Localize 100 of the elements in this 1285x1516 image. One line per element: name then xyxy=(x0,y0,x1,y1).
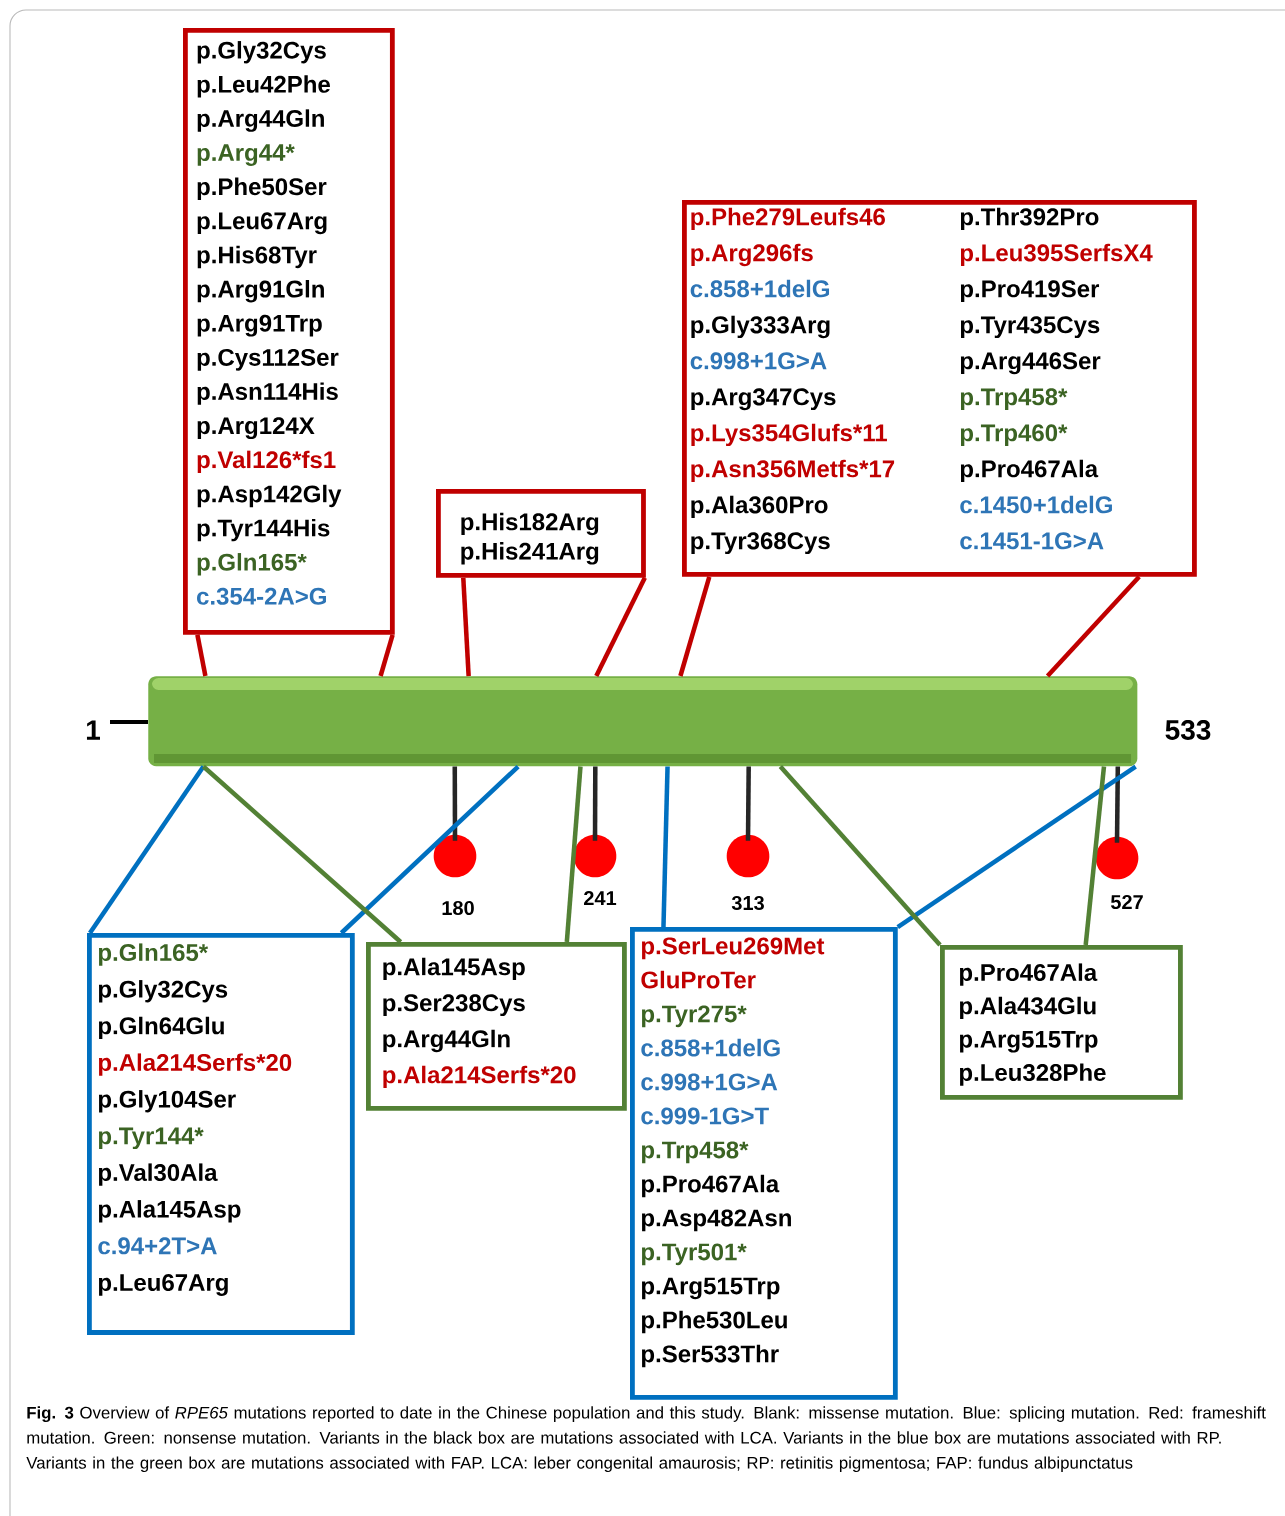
variant-label: p.Leu67Arg xyxy=(197,212,327,235)
variant-label: p.Phe530Leu xyxy=(642,1310,787,1334)
variant-label: p.Ala434Glu xyxy=(960,996,1096,1020)
variant-label: c.858+1delG xyxy=(641,1038,780,1057)
variant-label: p.Tyr144His xyxy=(197,518,330,542)
variant-label: p.His182Arg xyxy=(461,512,599,536)
protein-bar xyxy=(148,676,1138,767)
variant-label: p.Ala145Asp xyxy=(383,957,525,981)
variant-label: p.Trp458* xyxy=(960,388,1068,411)
variant-label: c.998+1G>A xyxy=(641,1073,778,1091)
variant-label: p.Leu42Phe xyxy=(197,75,330,98)
variant-label: p.Leu328Phe xyxy=(960,1063,1106,1086)
variant-label: p.Trp458* xyxy=(642,1141,749,1164)
variant-label: p.Asn356Metfs*17 xyxy=(691,459,895,483)
variant-label: p.Ala214Serfs*20 xyxy=(99,1053,292,1076)
variant-label: c.1450+1delG xyxy=(960,495,1112,514)
connector-line xyxy=(461,577,471,677)
variant-label: p.Arg296fs xyxy=(691,243,813,267)
variant-label: p.Val30Ala xyxy=(99,1163,218,1186)
variant-label: p.Gly32Cys xyxy=(99,980,228,1003)
mutation-box xyxy=(366,942,627,1111)
variant-label: p.Phe50Ser xyxy=(197,177,327,200)
connector-line xyxy=(594,576,647,677)
mutation-box xyxy=(630,927,898,1400)
connector-line xyxy=(452,766,458,841)
connector-line xyxy=(88,765,206,935)
variant-label: c.354-2A>G xyxy=(197,587,326,605)
position-label: 527 xyxy=(1110,894,1143,910)
variant-label: p.Arg124X xyxy=(197,417,315,439)
connector-line xyxy=(745,766,751,841)
variant-label: p.SerLeu269Met GluProTer xyxy=(641,937,825,989)
variant-label: p.Arg44* xyxy=(197,144,295,166)
connector-line xyxy=(339,764,520,935)
variant-label: p.Tyr368Cys xyxy=(691,532,830,555)
variant-label: p.His241Arg xyxy=(461,542,599,565)
figure-caption: Fig. 3 Overview of RPE65 mutations reported to date in the Chinese population and this study. Blank: missense mutation. Blue: splicing mutation. Red: frameshift mutation. Green: nonsense mutation. Variants in the black box are mutations associated with LCA. Variants in the blue box are mutations associated with RP. Variants in the green box are mutations associated with FAP. LCA: leber congenital amaurosis; RP: retinitis pigmentosa; FAP: fundus albipunctatus xyxy=(26,1406,1266,1473)
connector-line xyxy=(564,766,583,943)
variant-label: p.Gly333Arg xyxy=(691,315,830,339)
variant-label: p.Arg347Cys xyxy=(691,388,836,411)
variant-label: c.1451-1G>A xyxy=(960,532,1104,550)
variant-label: p.Gln165* xyxy=(99,943,209,966)
variant-label: p.Lys354Glufs*11 xyxy=(691,423,887,447)
variant-label: p.Cys112Ser xyxy=(197,348,339,371)
connector-line xyxy=(201,764,403,944)
variant-label: p.Val126*fs1 xyxy=(197,450,336,474)
connector-line xyxy=(778,765,942,947)
mutation-box xyxy=(940,945,1183,1100)
variant-label: p.Pro419Ser xyxy=(960,280,1100,303)
variant-label: p.Tyr144* xyxy=(99,1127,204,1150)
variant-label: p.Arg515Trp xyxy=(642,1277,780,1300)
position-label: 533 xyxy=(1165,720,1211,740)
connector-line xyxy=(896,764,1137,929)
variant-label: p.Trp460* xyxy=(960,424,1068,447)
connector-line xyxy=(195,634,208,677)
variant-label: p.Arg44Gln xyxy=(383,1029,510,1053)
variant-label: p.Arg91Gln xyxy=(197,280,324,303)
position-label: 1 xyxy=(86,720,100,740)
variant-label: p.Pro467Ala xyxy=(960,459,1099,483)
mutation-box xyxy=(682,200,1197,577)
variant-label: p.Gln64Glu xyxy=(99,1016,224,1040)
connector-line xyxy=(1083,766,1107,946)
variant-label: p.Tyr501* xyxy=(642,1243,747,1266)
variant-label: p.Ser533Thr xyxy=(642,1344,779,1368)
variant-label: p.Pro467Ala xyxy=(960,963,1098,986)
position-label: 180 xyxy=(442,900,474,916)
variant-label: p.Gln165* xyxy=(197,553,307,576)
variant-label: p.Ala214Serfs*20 xyxy=(383,1065,576,1089)
variant-label: c.94+2T>A xyxy=(98,1237,217,1255)
mutation-box xyxy=(436,489,646,578)
connector-line xyxy=(1114,766,1121,843)
variant-label: c.999-1G>T xyxy=(641,1107,769,1125)
variant-label: p.Phe279Leufs46 xyxy=(691,207,885,231)
variant-label: p.Asp482Asn xyxy=(642,1209,791,1232)
connector-line xyxy=(1045,575,1141,678)
variant-label: p.Arg44Gln xyxy=(197,109,324,132)
variant-label: p.Gly32Cys xyxy=(197,41,326,64)
variant-label: p.Leu395SerfsX4 xyxy=(960,243,1153,267)
variant-label: p.Thr392Pro xyxy=(960,207,1099,231)
connector-line xyxy=(678,576,712,677)
position-label: 241 xyxy=(584,891,617,905)
position-label: 313 xyxy=(731,895,764,911)
connector-line xyxy=(661,766,670,928)
variant-label: c.998+1G>A xyxy=(690,352,827,370)
variant-label: p.Ser238Cys xyxy=(383,994,525,1017)
variant-label: p.Leu67Arg xyxy=(99,1274,228,1296)
mutation-box xyxy=(87,933,355,1335)
variant-label: p.Tyr275* xyxy=(642,1005,747,1028)
connector-line xyxy=(378,634,395,677)
mutation-box xyxy=(183,28,395,635)
variant-label: p.Arg91Trp xyxy=(197,314,322,337)
variant-label: p.Asn114His xyxy=(197,382,338,405)
variant-label: p.Arg515Trp xyxy=(960,1030,1098,1053)
variant-label: p.Ala145Asp xyxy=(99,1200,241,1223)
variant-label: p.Asp142Gly xyxy=(197,484,342,508)
variant-label: p.Tyr435Cys xyxy=(960,316,1100,339)
variant-label: p.Ala360Pro xyxy=(691,495,828,519)
connector-line xyxy=(592,766,598,841)
variant-label: p.Pro467Ala xyxy=(642,1174,780,1198)
variant-label: c.858+1delG xyxy=(690,279,829,298)
variant-label: p.Gly104Ser xyxy=(99,1090,236,1113)
